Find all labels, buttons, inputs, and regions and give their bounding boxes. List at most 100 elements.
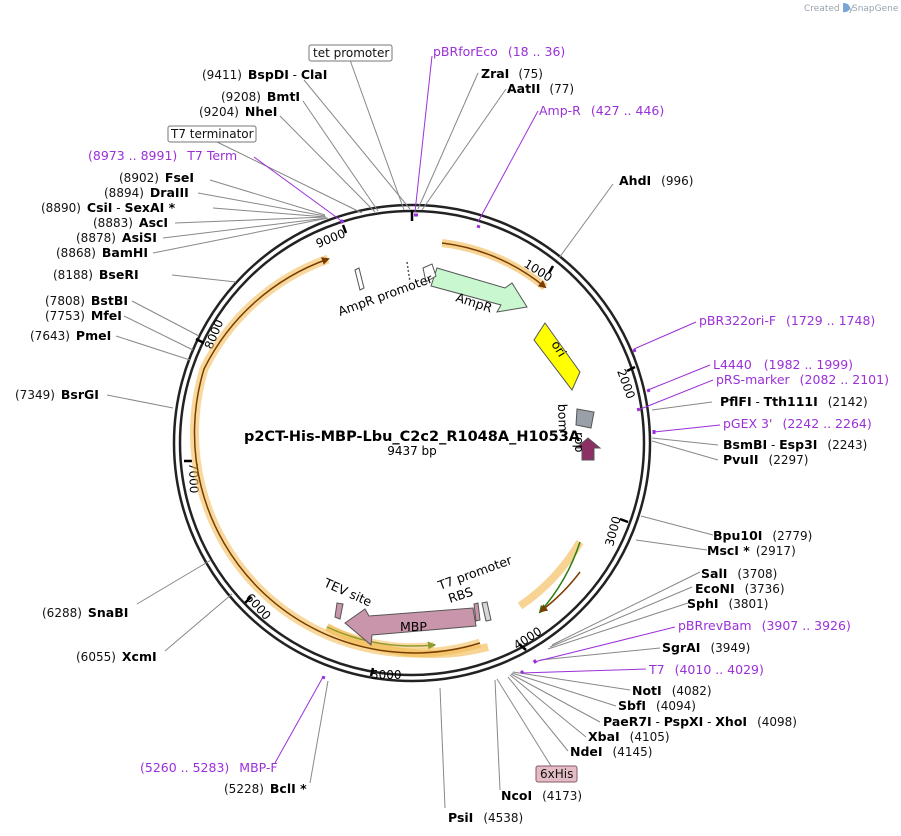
enzyme-PsiI[interactable]: PsiI(4538)	[448, 810, 523, 825]
enzyme-BseRI[interactable]: (8188)BseRI	[53, 267, 139, 282]
rbs-label: RBS	[446, 584, 474, 606]
primer-pBRforEco[interactable]: pBRforEco(18 .. 36)	[433, 44, 565, 59]
enzyme-SbfI[interactable]: SbfI(4094)	[618, 698, 696, 713]
svg-text:PaeR7I - PspXI - XhoI(4098): PaeR7I - PspXI - XhoI(4098)	[603, 714, 797, 729]
svg-text:pBRrevBam(3907 .. 3926): pBRrevBam(3907 .. 3926)	[678, 618, 851, 633]
ampr-feature	[430, 267, 528, 313]
mbp-feature	[344, 607, 477, 646]
svg-text:PvuII(2297): PvuII(2297)	[723, 452, 808, 467]
primer-T7[interactable]: T7(4010 .. 4029)	[648, 662, 764, 677]
enzyme-AscI[interactable]: (8883)AscI	[93, 215, 168, 230]
svg-text:(9204)NheI: (9204)NheI	[199, 104, 277, 119]
orf-arc-rop	[517, 539, 584, 614]
enzyme-PmeI[interactable]: (7643)PmeI	[30, 328, 111, 343]
primer-MBP-F[interactable]: (5260 .. 5283)MBP-F	[140, 760, 278, 775]
tick-label-4000: 4000	[511, 624, 544, 652]
primer-Amp-R[interactable]: Amp-R(427 .. 446)	[539, 103, 664, 118]
enzyme-BclI[interactable]: (5228)BclI *	[224, 781, 307, 796]
t7-promoter-feature	[481, 601, 492, 622]
enzyme-AatII[interactable]: AatII(77)	[507, 81, 574, 96]
enzyme-NdeI[interactable]: NdeI(4145)	[570, 744, 652, 759]
svg-text:NdeI(4145): NdeI(4145)	[570, 744, 652, 759]
enzyme-BsrGI[interactable]: (7349)BsrGI	[15, 387, 99, 402]
enzyme-SalI[interactable]: SalI(3708)	[701, 566, 777, 581]
enzyme-BspDI-ClaI[interactable]: (9411)BspDI - ClaI	[202, 67, 327, 82]
enzyme-EcoNI[interactable]: EcoNI(3736)	[695, 581, 785, 596]
svg-text:(8890)CsiI - SexAI *: (8890)CsiI - SexAI *	[41, 200, 176, 215]
svg-text:(6288)SnaBI: (6288)SnaBI	[42, 605, 128, 620]
ring-tick-marks	[184, 210, 636, 677]
svg-text:(5228)BclI *: (5228)BclI *	[224, 781, 307, 796]
plasmid-size: 9437 bp	[387, 444, 437, 458]
svg-text:MscI *(2917): MscI *(2917)	[707, 543, 796, 558]
svg-text:XbaI(4105): XbaI(4105)	[588, 729, 670, 744]
enzyme-BstBI[interactable]: (7808)BstBI	[45, 293, 128, 308]
svg-text:SbfI(4094): SbfI(4094)	[618, 698, 696, 713]
enzyme-BmtI[interactable]: (9208)BmtI	[221, 89, 300, 104]
enzyme-NotI[interactable]: NotI(4082)	[632, 683, 712, 698]
enzyme-SgrAI[interactable]: SgrAI(3949)	[662, 640, 750, 655]
svg-text:SphI(3801): SphI(3801)	[687, 596, 768, 611]
svg-text:(8188)BseRI: (8188)BseRI	[53, 267, 139, 282]
svg-text:(7349)BsrGI: (7349)BsrGI	[15, 387, 99, 402]
svg-text:pRS-marker(2082 .. 2101): pRS-marker(2082 .. 2101)	[716, 372, 889, 387]
t7-terminator-label: T7 terminator	[170, 127, 254, 141]
enzyme-NheI[interactable]: (9204)NheI	[199, 104, 277, 119]
his-tag-label: 6xHis	[540, 767, 573, 781]
enzyme-Bpu10I[interactable]: Bpu10I(2779)	[713, 528, 812, 543]
orf-arc-ampr	[441, 239, 548, 291]
svg-text:SalI(3708): SalI(3708)	[701, 566, 777, 581]
enzyme-CsiI-SexAI[interactable]: (8890)CsiI - SexAI *	[41, 200, 176, 215]
enzyme-SnaBI[interactable]: (6288)SnaBI	[42, 605, 128, 620]
primer-pRS-marker[interactable]: pRS-marker(2082 .. 2101)	[716, 372, 889, 387]
t7-promoter-label: T7 promoter	[435, 552, 515, 593]
primer-L4440[interactable]: L4440(1982 .. 1999)	[713, 357, 853, 372]
svg-text:PsiI(4538): PsiI(4538)	[448, 810, 523, 825]
rop-feature	[574, 437, 602, 461]
svg-text:(6055)XcmI: (6055)XcmI	[76, 649, 157, 664]
svg-text:(8973 .. 8991)T7 Term: (8973 .. 8991)T7 Term	[88, 148, 237, 163]
enzyme-BamHI[interactable]: (8868)BamHI	[56, 245, 148, 260]
svg-text:(7643)PmeI: (7643)PmeI	[30, 328, 111, 343]
enzyme-PaeR7I-PspXI-XhoI[interactable]: PaeR7I - PspXI - XhoI(4098)	[603, 714, 797, 729]
enzyme-ZraI[interactable]: ZraI(75)	[481, 66, 543, 81]
enzyme-NcoI[interactable]: NcoI(4173)	[501, 788, 582, 803]
svg-text:pBRforEco(18 .. 36): pBRforEco(18 .. 36)	[433, 44, 565, 59]
tev-site-label: TEV site	[321, 575, 375, 610]
credit-text: Created by	[804, 4, 854, 14]
enzyme-PvuII[interactable]: PvuII(2297)	[723, 452, 808, 467]
svg-text:ZraI(75): ZraI(75)	[481, 66, 543, 81]
enzyme-DraIII[interactable]: (8894)DraIII	[104, 185, 189, 200]
enzyme-BsmBI-Esp3I[interactable]: BsmBI - Esp3I(2243)	[723, 437, 867, 452]
primer-pBRrevBam[interactable]: pBRrevBam(3907 .. 3926)	[678, 618, 851, 633]
svg-text:(9208)BmtI: (9208)BmtI	[221, 89, 300, 104]
tev-site-feature	[334, 602, 344, 620]
primer-T7-Term[interactable]: (8973 .. 8991)T7 Term	[88, 148, 237, 163]
enzyme-XcmI[interactable]: (6055)XcmI	[76, 649, 157, 664]
primer-pBR322ori-F[interactable]: pBR322ori-F(1729 .. 1748)	[699, 313, 875, 328]
enzyme-MfeI[interactable]: (7753)MfeI	[45, 308, 122, 323]
rop-label: rop	[572, 432, 587, 453]
t7-terminator-box	[167, 125, 257, 143]
enzyme-AhdI[interactable]: AhdI(996)	[619, 173, 693, 188]
enzyme-PflFI-Tth111I[interactable]: PflFI - Tth111I(2142)	[720, 394, 868, 409]
enzyme-SphI[interactable]: SphI(3801)	[687, 596, 768, 611]
his-tag-feature	[473, 602, 481, 622]
svg-text:NcoI(4173): NcoI(4173)	[501, 788, 582, 803]
ori-label: ori	[548, 338, 569, 360]
svg-text:NotI(4082): NotI(4082)	[632, 683, 712, 698]
svg-text:(8878)AsiSI: (8878)AsiSI	[76, 230, 157, 245]
enzyme-XbaI[interactable]: XbaI(4105)	[588, 729, 670, 744]
svg-text:(8902)FseI: (8902)FseI	[119, 170, 194, 185]
bom-feature	[575, 408, 595, 429]
svg-text:L4440(1982 .. 1999): L4440(1982 .. 1999)	[713, 357, 853, 372]
his-tag-box	[535, 765, 578, 783]
enzyme-AsiSI[interactable]: (8878)AsiSI	[76, 230, 157, 245]
svg-text:(5260 .. 5283)MBP-F: (5260 .. 5283)MBP-F	[140, 760, 278, 775]
svg-text:pGEX 3'(2242 .. 2264): pGEX 3'(2242 .. 2264)	[723, 416, 872, 431]
primer-pGEX-3[interactable]: pGEX 3'(2242 .. 2264)	[723, 416, 872, 431]
enzyme-MscI[interactable]: MscI *(2917)	[707, 543, 796, 558]
enzyme-FseI[interactable]: (8902)FseI	[119, 170, 194, 185]
svg-text:EcoNI(3736): EcoNI(3736)	[695, 581, 785, 596]
svg-text:AatII(77): AatII(77)	[507, 81, 574, 96]
